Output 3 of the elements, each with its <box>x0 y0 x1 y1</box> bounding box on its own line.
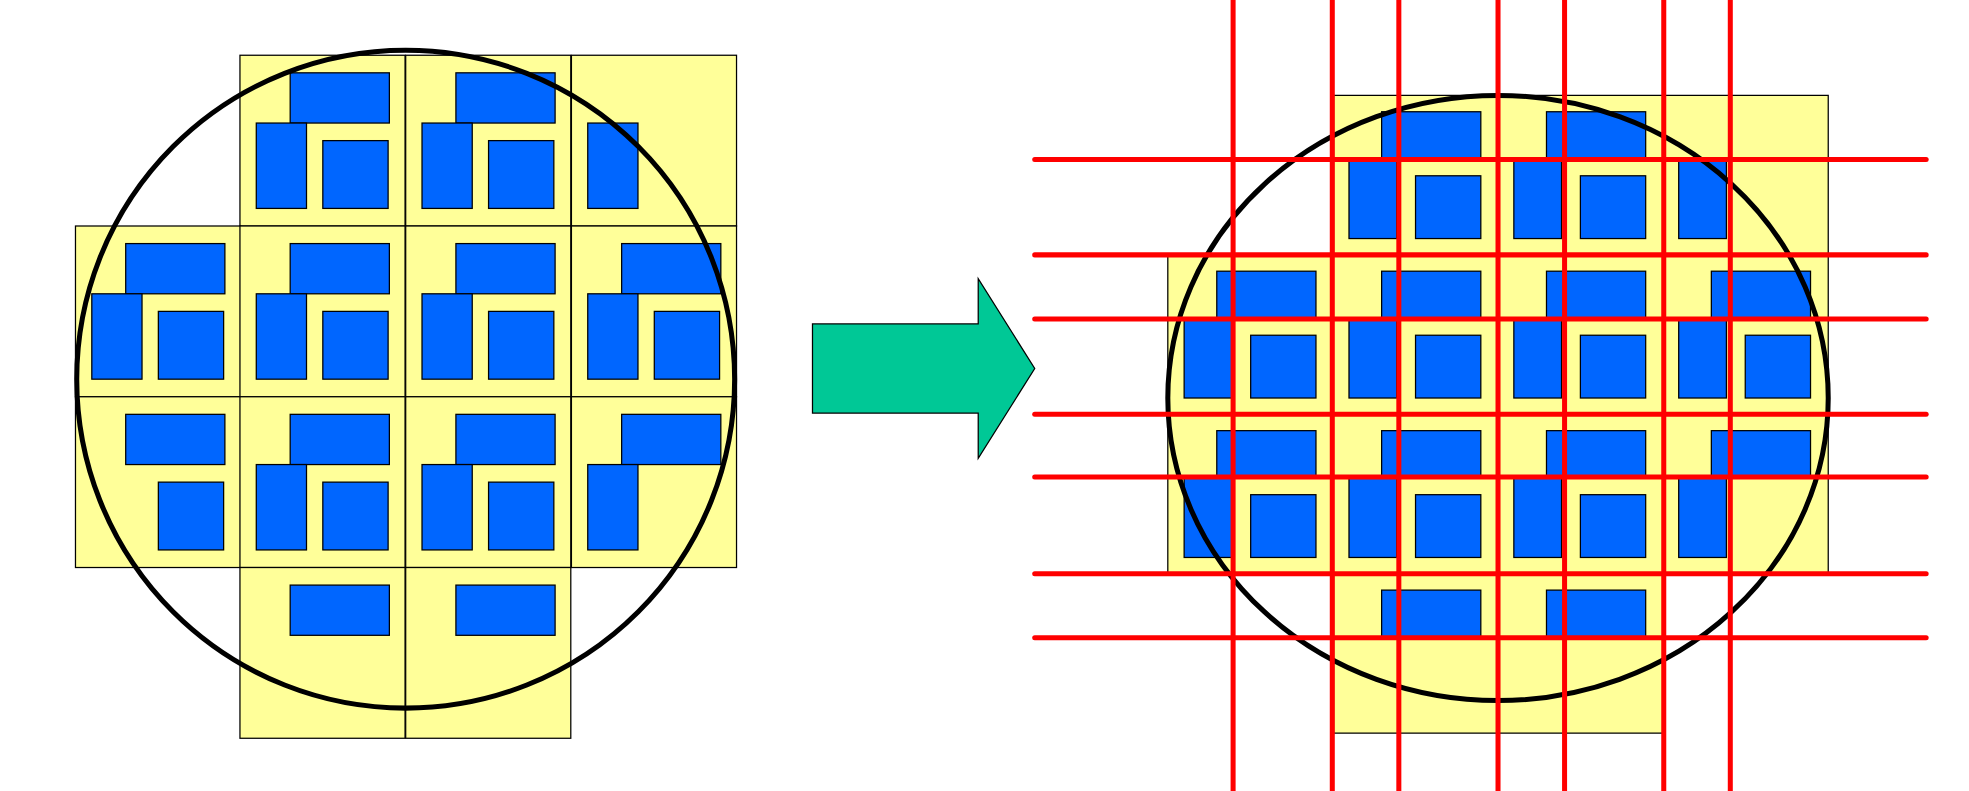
block-arrow <box>811 276 1036 461</box>
wafer-drawing <box>74 47 738 739</box>
wafer-drawing <box>1032 0 1929 791</box>
